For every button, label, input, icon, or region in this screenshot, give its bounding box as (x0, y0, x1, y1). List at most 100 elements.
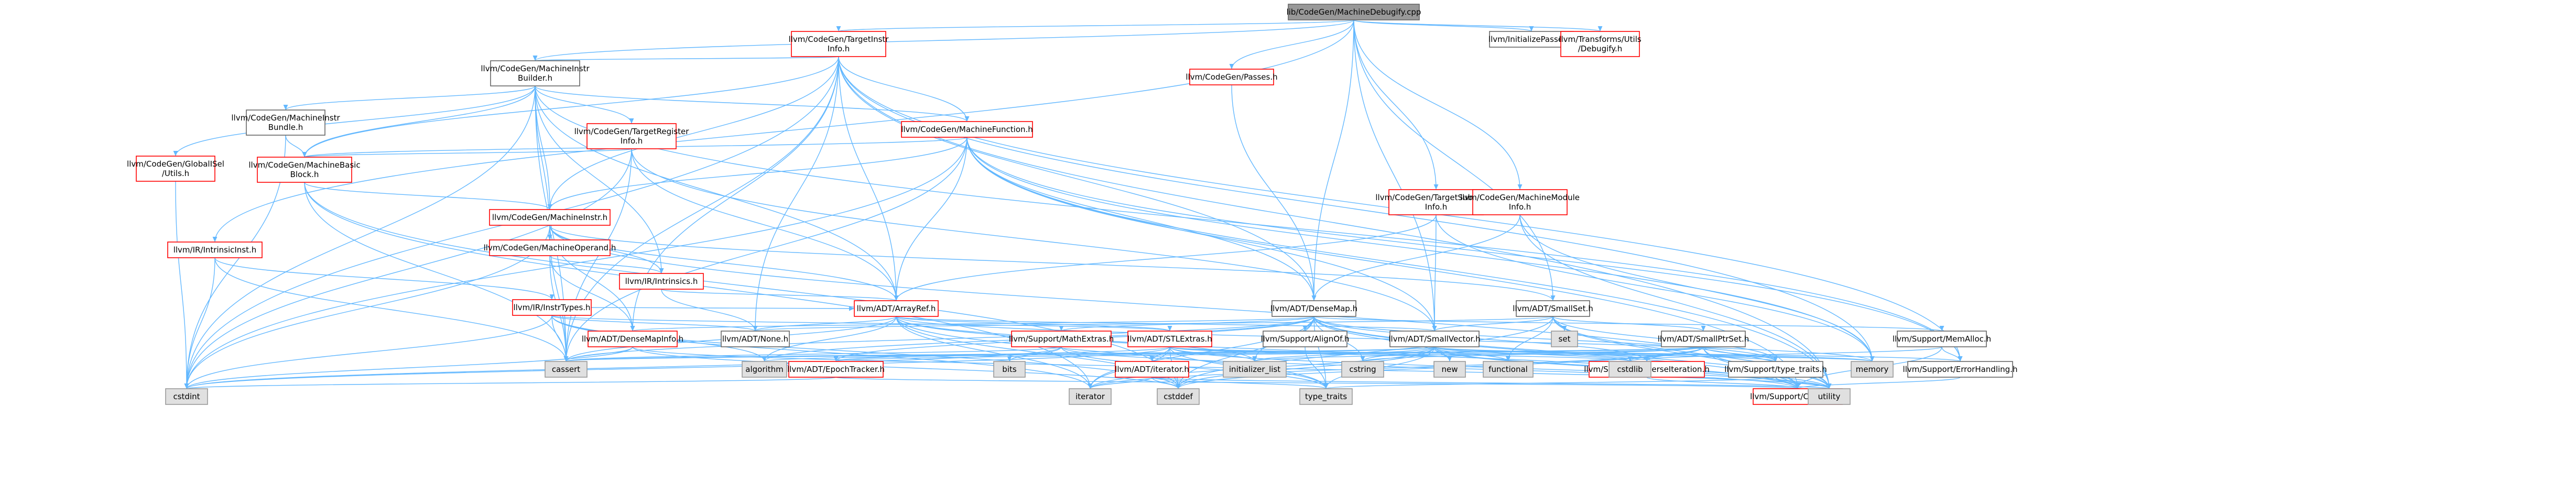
include-edge (838, 56, 1875, 362)
graph-node-box (1341, 361, 1384, 378)
graph-node-box (1223, 361, 1287, 378)
graph-node-new[interactable]: new (1433, 361, 1466, 378)
graph-node-initializer_list[interactable]: initializer_list (1223, 361, 1287, 378)
graph-node-gisel[interactable]: llvm/CodeGen/GlobalISel/Utils.h (127, 156, 224, 182)
include-edge (547, 56, 839, 210)
include-edge (563, 56, 839, 362)
graph-node-algorithm[interactable]: algorithm (742, 361, 787, 378)
graph-node-bits[interactable]: bits (993, 361, 1026, 378)
graph-node-cstddef[interactable]: cstddef (1157, 388, 1200, 405)
graph-node-memory[interactable]: memory (1851, 361, 1894, 378)
graph-node-label: Bundle.h (268, 123, 303, 132)
graph-node-functional[interactable]: functional (1483, 361, 1534, 378)
graph-node-box (901, 121, 1033, 138)
include-edge (838, 56, 899, 301)
include-edge (285, 135, 307, 158)
graph-node-cstdint[interactable]: cstdint (165, 388, 208, 405)
graph-node-instrtypes[interactable]: llvm/IR/InstrTypes.h (512, 299, 592, 316)
graph-node-set[interactable]: set (1551, 331, 1578, 347)
include-edge (551, 315, 569, 362)
graph-node-label: llvm/CodeGen/MachineInstr (481, 64, 590, 73)
graph-node-intrinsicinst[interactable]: llvm/IR/IntrinsicInst.h (167, 242, 263, 258)
include-edge (283, 85, 536, 111)
graph-node-intrinsics[interactable]: llvm/IR/Intrinsics.h (619, 273, 704, 290)
graph-node-typetraits[interactable]: llvm/Support/type_traits.h (1724, 361, 1827, 378)
graph-node-box (1011, 331, 1112, 347)
graph-node-smallptrset[interactable]: llvm/ADT/SmallPtrSet.h (1658, 331, 1749, 347)
graph-node-smallset[interactable]: llvm/ADT/SmallSet.h (1513, 300, 1593, 317)
graph-node-mi[interactable]: llvm/CodeGen/MachineInstr.h (489, 209, 611, 226)
graph-node-box (512, 299, 592, 316)
graph-node-errorhandling[interactable]: llvm/Support/ErrorHandling.h (1903, 361, 2018, 378)
graph-node-label: llvm/CodeGen/MachineInstr.h (492, 213, 607, 222)
graph-node-label: Builder.h (518, 73, 552, 83)
graph-node-label: cassert (552, 365, 580, 374)
graph-node-cgpasses[interactable]: llvm/CodeGen/Passes.h (1186, 69, 1278, 85)
include-edge (896, 316, 1875, 362)
edge-layer (173, 19, 1963, 389)
include-edge (1088, 377, 1153, 389)
graph-node-densemap[interactable]: llvm/ADT/DenseMap.h (1270, 300, 1357, 317)
graph-node-box (1661, 331, 1746, 347)
graph-node-box (1608, 361, 1651, 378)
graph-node-mf[interactable]: llvm/CodeGen/MachineFunction.h (901, 121, 1033, 138)
graph-node-label: llvm/ADT/SmallPtrSet.h (1658, 334, 1749, 344)
graph-node-box (619, 273, 704, 290)
include-edge (214, 257, 555, 300)
graph-node-initpasses[interactable]: llvm/InitializePasses.h (1488, 31, 1574, 48)
include-edge (966, 137, 1800, 389)
graph-node-label: llvm/IR/IntrinsicInst.h (173, 245, 257, 255)
graph-node-mo[interactable]: llvm/CodeGen/MachineOperand.h (484, 239, 616, 256)
graph-node-label: llvm/CodeGen/MachineModule (1460, 193, 1580, 202)
include-edge (304, 182, 552, 210)
graph-node-epochtracker[interactable]: llvm/ADT/EpochTracker.h (787, 361, 885, 378)
graph-node-none[interactable]: llvm/ADT/None.h (721, 331, 790, 347)
graph-node-mathextras[interactable]: llvm/Support/MathExtras.h (1009, 331, 1114, 347)
graph-node-label: Block.h (290, 170, 319, 179)
include-edge (175, 181, 189, 389)
graph-node-iterator[interactable]: iterator (1069, 388, 1112, 405)
include-edge (551, 315, 1172, 332)
include-edge (894, 214, 1437, 301)
graph-node-iterator_h[interactable]: llvm/ADT/iterator.h (1115, 361, 1189, 378)
graph-node-box (588, 331, 678, 347)
graph-node-label: memory (1856, 365, 1889, 374)
graph-node-box (993, 361, 1026, 378)
include-edge (1231, 84, 1317, 301)
include-edge (302, 148, 632, 158)
graph-node-arrayref[interactable]: llvm/ADT/ArrayRef.h (854, 300, 939, 317)
graph-node-cassert[interactable]: cassert (545, 361, 588, 378)
graph-node-alignof[interactable]: llvm/Support/AlignOf.h (1260, 331, 1350, 347)
graph-node-cstring[interactable]: cstring (1341, 361, 1384, 378)
include-edge (1552, 316, 1706, 332)
graph-node-box (167, 242, 263, 258)
graph-node-box (1433, 361, 1466, 378)
graph-node-memalloc[interactable]: llvm/Support/MemAlloc.h (1893, 331, 1991, 347)
graph-node-root[interactable]: lib/CodeGen/MachineDebugify.cpp (1287, 4, 1421, 20)
graph-node-cstdlib[interactable]: cstdlib (1608, 361, 1651, 378)
graph-node-smallvector[interactable]: llvm/ADT/SmallVector.h (1388, 331, 1481, 347)
graph-node-label: iterator (1075, 392, 1105, 401)
graph-node-densemapinfo[interactable]: llvm/ADT/DenseMapInfo.h (582, 331, 683, 347)
include-edge (564, 346, 1062, 362)
include-edge (1795, 377, 1961, 389)
include-edge (1088, 346, 1704, 389)
include-edge (632, 346, 1181, 389)
include-edge (1253, 346, 1704, 362)
graph-node-label: llvm/ADT/ArrayRef.h (857, 304, 936, 313)
graph-node-utility[interactable]: utility (1808, 388, 1851, 405)
graph-node-type_traits[interactable]: type_traits (1299, 388, 1353, 405)
include-edge (1353, 19, 1556, 301)
graph-node-stlextras[interactable]: llvm/ADT/STLExtras.h (1127, 331, 1212, 347)
graph-node-box (1483, 361, 1534, 378)
include-edge (1311, 214, 1520, 301)
include-edge (535, 85, 634, 124)
graph-node-debugify[interactable]: llvm/Transforms/Utils/Debugify.h (1559, 31, 1642, 57)
